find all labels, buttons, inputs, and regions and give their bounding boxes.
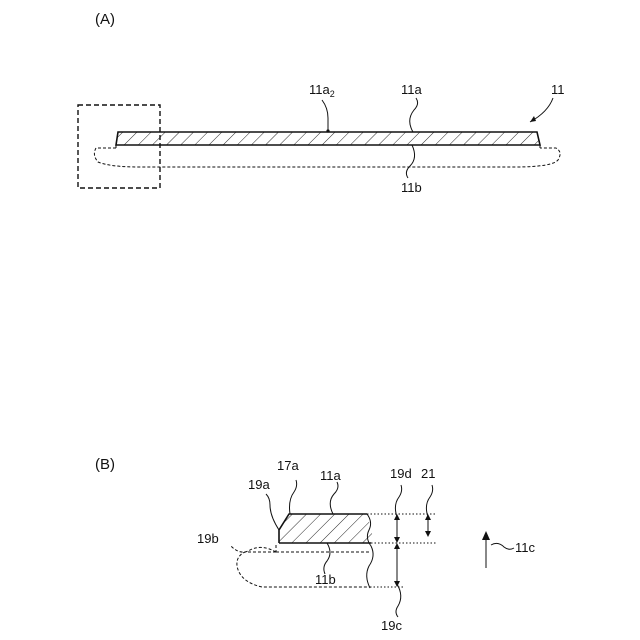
leader-11b-b (324, 543, 330, 574)
panel-b: (B) 17a 11a 19a (95, 456, 535, 633)
leader-21 (426, 485, 432, 517)
remaining-hatched-portion (279, 514, 373, 543)
leader-19d (395, 485, 401, 517)
label-11a2-main: 11a (309, 82, 330, 97)
label-19a: 19a (248, 477, 270, 492)
label-11b-bottom: 11b (401, 180, 422, 195)
leader-19b (230, 545, 276, 552)
wafer-hatched-layer (116, 132, 540, 145)
removed-bottom-outline (94, 148, 560, 167)
label-17a: 17a (277, 458, 299, 473)
panel-a-label: (A) (95, 11, 115, 28)
label-19c: 19c (381, 618, 402, 633)
removed-lower-outline (237, 552, 370, 587)
leader-19c (396, 584, 401, 617)
panel-a: (A) 11a2 11a 11 11b (78, 11, 565, 195)
leader-17a (290, 480, 297, 514)
leader-11a (410, 98, 418, 132)
label-11a2: 11a2 (309, 82, 335, 99)
panel-b-label: (B) (95, 456, 115, 473)
label-19b: 19b (197, 531, 219, 546)
notch-point (326, 129, 329, 132)
label-11a-b: 11a (320, 468, 341, 483)
leader-11a2 (322, 100, 328, 132)
direction-arrowhead (482, 531, 490, 540)
leader-11a-b (330, 482, 338, 514)
magnification-box (78, 105, 160, 188)
label-11: 11 (551, 82, 565, 97)
label-11b-b: 11b (315, 572, 336, 587)
label-11a-top: 11a (401, 82, 422, 97)
dim-21-arrow-bottom (425, 531, 431, 537)
dim-19d-arrow-bottom (394, 537, 400, 543)
leader-19a (266, 494, 279, 530)
label-21: 21 (421, 466, 435, 481)
leader-11b (406, 145, 414, 178)
label-11a2-sub: 2 (330, 89, 335, 99)
leader-11c (491, 543, 514, 549)
dim-19c-arrow-top (394, 543, 400, 549)
label-19d: 19d (390, 466, 412, 481)
arrowhead-11 (530, 116, 536, 122)
label-11c: 11c (515, 540, 535, 555)
